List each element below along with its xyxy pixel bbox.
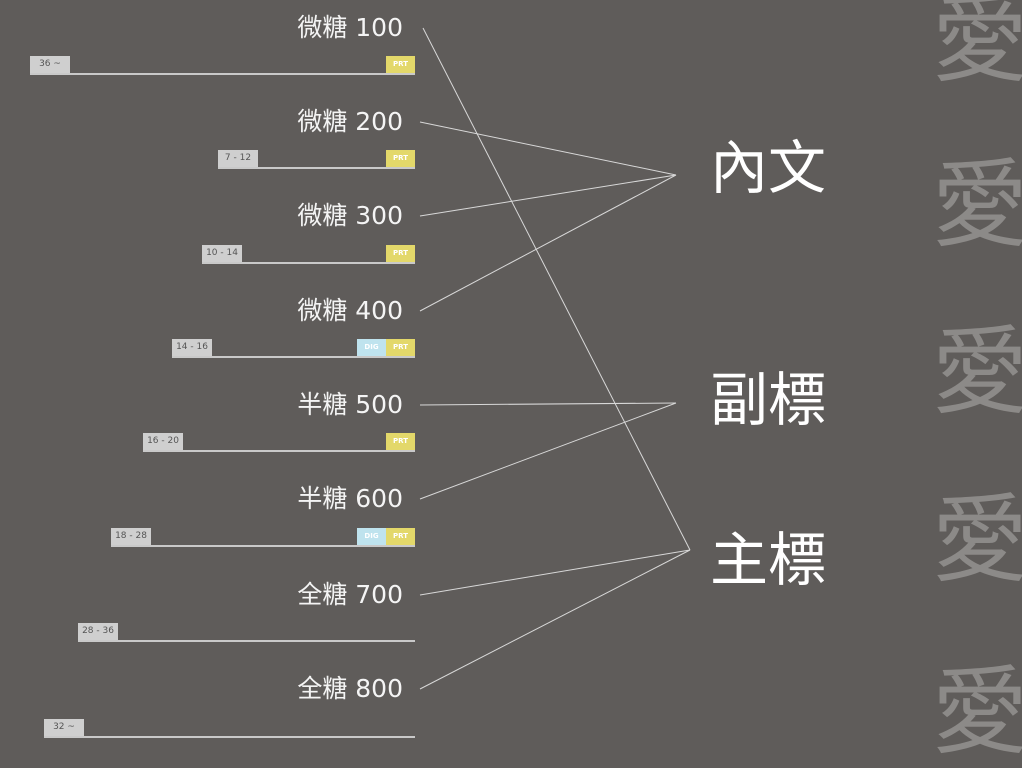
weight-label: 微糖 300 (297, 201, 403, 230)
media-tags: PRT (386, 150, 415, 167)
size-range-bar: 10 - 14 PRT (202, 245, 415, 264)
size-range-bar: 7 - 12 PRT (218, 150, 415, 169)
size-range-label: 10 - 14 (202, 245, 242, 262)
prt-tag: PRT (386, 150, 415, 167)
size-range-label: 28 - 36 (78, 623, 118, 640)
prt-tag: PRT (386, 528, 415, 545)
weight-label: 半糖 600 (297, 484, 403, 513)
prt-tag: PRT (386, 245, 415, 262)
connector-line (419, 549, 691, 596)
weight-label: 微糖 100 (297, 13, 403, 42)
category-label: 副標 (710, 366, 827, 434)
connector-line (419, 174, 677, 312)
weight-label: 半糖 500 (297, 390, 403, 419)
watermark-glyph: 愛 (932, 0, 1022, 96)
prt-tag: PRT (386, 56, 415, 73)
weight-label: 全糖 800 (297, 674, 403, 703)
category-label: 主標 (710, 526, 827, 594)
connector-line (422, 27, 691, 551)
dig-tag: DIG (357, 339, 386, 356)
watermark-glyph: 愛 (932, 484, 1022, 596)
size-range-label: 32 ~ (44, 719, 84, 736)
watermark-glyph: 愛 (932, 316, 1022, 428)
media-tags: PRT (386, 433, 415, 450)
category-label: 內文 (710, 134, 827, 202)
connector-line (419, 402, 677, 406)
weight-label: 全糖 700 (297, 580, 403, 609)
prt-tag: PRT (386, 433, 415, 450)
size-range-label: 18 - 28 (111, 528, 151, 545)
size-range-bar: 16 - 20 PRT (143, 433, 415, 452)
weight-label: 微糖 400 (297, 296, 403, 325)
connector-line (419, 174, 677, 217)
connector-line (419, 402, 677, 500)
size-range-label: 14 - 16 (172, 339, 212, 356)
connector-line (419, 549, 691, 690)
watermark-glyph: 愛 (932, 149, 1022, 261)
size-range-bar: 32 ~ (44, 719, 415, 738)
prt-tag: PRT (386, 339, 415, 356)
size-range-label: 7 - 12 (218, 150, 258, 167)
connector-line (419, 121, 677, 176)
dig-tag: DIG (357, 528, 386, 545)
media-tags: PRT (386, 56, 415, 73)
size-range-bar: 36 ~ PRT (30, 56, 415, 75)
weight-label: 微糖 200 (297, 107, 403, 136)
size-range-label: 36 ~ (30, 56, 70, 73)
media-tags: PRT (386, 245, 415, 262)
size-range-bar: 28 - 36 (78, 623, 415, 642)
size-range-label: 16 - 20 (143, 433, 183, 450)
watermark-glyph: 愛 (932, 656, 1022, 768)
